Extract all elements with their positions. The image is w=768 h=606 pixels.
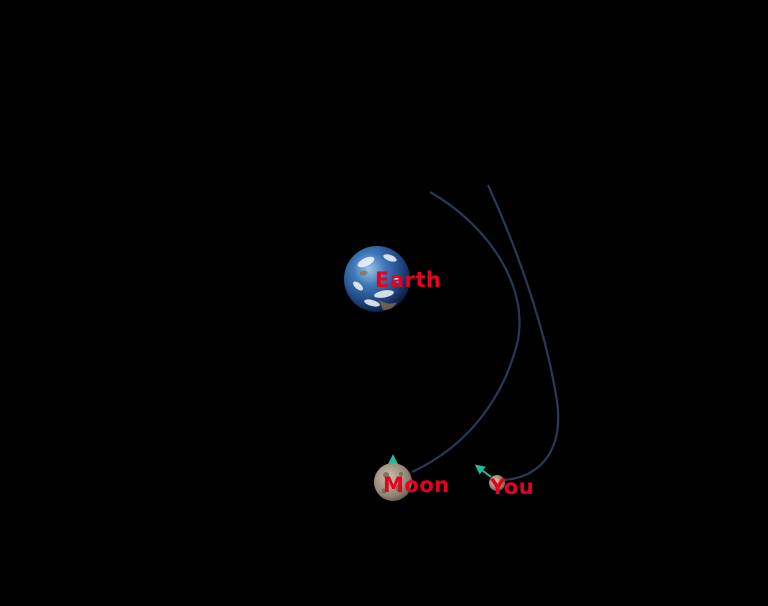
moon[interactable]: Moon [374, 454, 450, 501]
spacecraft-icon [489, 475, 505, 491]
spacecraft-label: You [489, 475, 534, 499]
moon-label: Moon [383, 473, 450, 497]
earth-label: Earth [375, 268, 441, 292]
earth[interactable]: Earth [344, 246, 441, 312]
spacecraft[interactable]: You [474, 464, 534, 499]
moon-craters [381, 472, 403, 494]
spacecraft-trajectory-path [486, 184, 560, 482]
spacecraft-velocity-arrow [474, 464, 492, 478]
earth-clouds [353, 254, 402, 307]
moon-orbit-path [411, 191, 521, 473]
earth-land [360, 270, 397, 310]
